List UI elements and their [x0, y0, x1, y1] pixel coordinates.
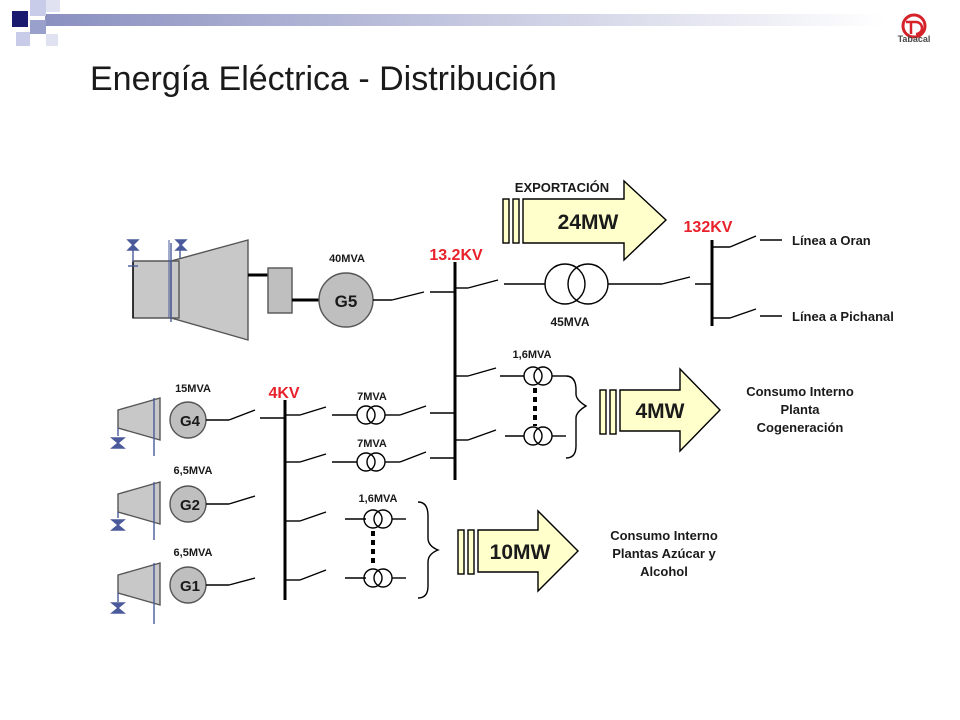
gas-turbine-g2: [117, 481, 161, 525]
transformer-7mva-a-secondary: [366, 405, 386, 425]
sugar-description-line: Plantas Azúcar y: [612, 546, 716, 561]
transformer-7mva-b-primary: [356, 452, 376, 472]
generator-g1-label: G1: [180, 578, 200, 595]
transformer-16mva-c-secondary: [373, 509, 393, 529]
bus-4kv-label: 4KV: [268, 385, 299, 402]
transformer-16mva-a-secondary: [533, 366, 553, 386]
transformer-16mva-b-secondary: [533, 426, 553, 446]
company-logo-text: Tabacal: [897, 34, 931, 44]
line-oran-label: Línea a Oran: [792, 233, 871, 248]
bus-132kv-label: 132KV: [684, 219, 733, 236]
transformer-16mva-a-primary: [523, 366, 543, 386]
cogen-description-line: Planta: [780, 402, 820, 417]
line-pichanal-label: Línea a Pichanal: [792, 309, 894, 324]
valve-icon: [110, 437, 126, 449]
generator-g4-rating: 15MVA: [175, 383, 211, 395]
transformer-16mva-d-secondary: [373, 568, 393, 588]
arrow-sugar: [457, 509, 579, 593]
transformer-16mva-a-label: 1,6MVA: [513, 349, 552, 361]
cogen-description-line: Consumo Interno: [746, 384, 854, 399]
transformer-7mva-a-label: 7MVA: [357, 391, 387, 403]
transformer-16mva-c-label: 1,6MVA: [359, 493, 398, 505]
header-square: [30, 20, 46, 34]
header-square: [30, 0, 46, 16]
header-square: [12, 11, 28, 27]
generator-g4-label: G4: [180, 413, 201, 430]
generator-g2-label: G2: [180, 497, 200, 514]
header-square: [16, 32, 30, 46]
transformer-45mva-label: 45MVA: [550, 315, 589, 329]
brace-sugar: [417, 501, 440, 599]
arrow-export: [502, 179, 668, 262]
transformer-16mva-d-primary: [363, 568, 383, 588]
header-square: [46, 0, 60, 12]
transformer-16mva-c-primary: [363, 509, 383, 529]
bus-13kv-label: 13.2KV: [429, 247, 483, 264]
transformer-7mva-b-label: 7MVA: [357, 438, 387, 450]
cogen-description-line: Cogeneración: [757, 420, 844, 435]
transformer-45mva-primary: [544, 263, 586, 305]
generator-g1-rating: 6,5MVA: [174, 547, 213, 559]
valve-icon: [110, 602, 126, 614]
company-logo: [901, 13, 927, 39]
export-value: 24MW: [558, 211, 619, 234]
valve-icon: [110, 519, 126, 531]
generator-g5-label: G5: [335, 292, 358, 311]
brace-cogen: [565, 375, 588, 459]
sugar-description-line: Consumo Interno: [610, 528, 718, 543]
generator-g5-rating: 40MVA: [329, 253, 365, 265]
cogen-value: 4MW: [636, 400, 685, 423]
header-square: [46, 34, 58, 46]
sugar-description-line: Alcohol: [640, 564, 688, 579]
transformer-7mva-b-secondary: [366, 452, 386, 472]
gas-turbine-g4: [117, 397, 161, 441]
transformer-7mva-a-primary: [356, 405, 376, 425]
export-label: EXPORTACIÓN: [515, 180, 609, 195]
gas-turbine-g1: [117, 562, 161, 606]
sugar-value: 10MW: [490, 541, 551, 564]
transformer-16mva-b-primary: [523, 426, 543, 446]
generator-g2-rating: 6,5MVA: [174, 465, 213, 477]
arrow-cogen: [599, 367, 721, 453]
gearbox: [267, 267, 293, 314]
page-title: Energía Eléctrica - Distribución: [90, 60, 557, 98]
transformer-45mva-secondary: [567, 263, 609, 305]
header-bar: [45, 14, 885, 26]
steam-turbine: [126, 239, 268, 341]
header-decoration: [12, 0, 885, 46]
